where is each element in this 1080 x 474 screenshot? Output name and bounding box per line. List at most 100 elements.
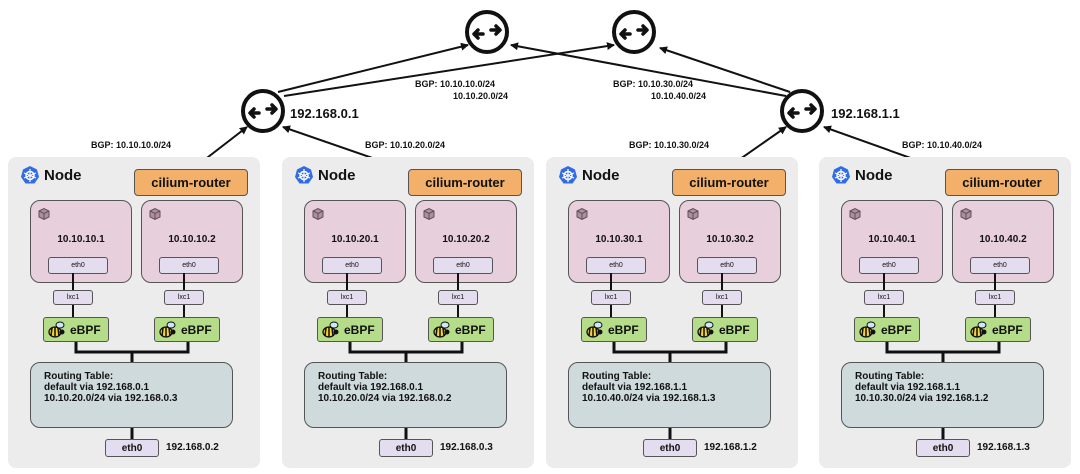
node-panel: Node cilium-router 10.10.10.1 eth0 10.10… bbox=[8, 157, 260, 468]
cube-icon bbox=[312, 207, 324, 221]
pod-eth0: eth0 bbox=[322, 257, 382, 274]
bee-icon bbox=[48, 321, 65, 338]
host-eth0: eth0 bbox=[105, 439, 159, 457]
node-label: Node bbox=[20, 165, 82, 185]
cilium-router-box: cilium-router bbox=[134, 169, 248, 196]
node-internal-lines bbox=[346, 273, 464, 439]
pod-ip: 10.10.20.2 bbox=[442, 234, 490, 245]
bgp-label-left-upper-2: 10.10.20.0/24 bbox=[453, 91, 509, 101]
link-right-spine2 bbox=[659, 46, 791, 93]
router-left-ip: 192.168.0.1 bbox=[290, 106, 359, 121]
node-internal-lines bbox=[610, 273, 728, 439]
pod-eth0: eth0 bbox=[433, 257, 493, 274]
ebpf-label: eBPF bbox=[719, 322, 750, 337]
node-panel: Node cilium-router 10.10.20.1 eth0 10.10… bbox=[282, 157, 534, 468]
ebpf-label: eBPF bbox=[344, 322, 375, 337]
lxc-interface: lxc1 bbox=[975, 290, 1015, 305]
host-ip: 192.168.0.3 bbox=[440, 442, 493, 453]
pod-eth0: eth0 bbox=[970, 257, 1030, 274]
pod-ip: 10.10.40.2 bbox=[979, 234, 1027, 245]
router-icon bbox=[241, 89, 285, 133]
bgp-label-node3: BGP: 10.10.30.0/24 bbox=[629, 140, 710, 150]
routing-entry: 10.10.30.0/24 via 192.168.1.2 bbox=[855, 393, 989, 404]
routing-table: Routing Table: default via 192.168.0.1 1… bbox=[304, 362, 507, 428]
pod-eth0: eth0 bbox=[697, 257, 757, 274]
pod-ip: 10.10.40.1 bbox=[868, 234, 916, 245]
host-ip: 192.168.1.2 bbox=[704, 442, 757, 453]
host-eth0: eth0 bbox=[379, 439, 433, 457]
cube-icon bbox=[423, 207, 435, 221]
bee-icon bbox=[433, 321, 450, 338]
cilium-router-box: cilium-router bbox=[672, 169, 786, 196]
bgp-label-right-upper-1: BGP: 10.10.30.0/24 bbox=[613, 79, 694, 89]
lxc-interface: lxc1 bbox=[591, 290, 631, 305]
routing-entry: default via 192.168.1.1 bbox=[582, 382, 688, 393]
cube-icon bbox=[149, 207, 161, 221]
cube-icon bbox=[687, 207, 699, 221]
pod-box: 10.10.30.1 eth0 bbox=[568, 200, 670, 283]
host-ip: 192.168.0.2 bbox=[166, 442, 219, 453]
pod-eth0: eth0 bbox=[48, 257, 108, 274]
node-label: Node bbox=[558, 165, 620, 185]
host-eth0: eth0 bbox=[643, 439, 697, 457]
pod-box: 10.10.20.1 eth0 bbox=[304, 200, 406, 283]
ebpf-box: eBPF bbox=[428, 317, 494, 342]
node-title: Node bbox=[44, 166, 82, 184]
routing-table: Routing Table: default via 192.168.1.1 1… bbox=[568, 362, 771, 428]
node-panel: Node cilium-router 10.10.40.1 eth0 10.10… bbox=[819, 157, 1071, 468]
pod-ip: 10.10.10.1 bbox=[57, 234, 105, 245]
lxc-interface: lxc1 bbox=[864, 290, 904, 305]
lxc-interface: lxc1 bbox=[53, 290, 93, 305]
node-internal-lines bbox=[72, 273, 190, 439]
ebpf-box: eBPF bbox=[581, 317, 647, 342]
cilium-router-box: cilium-router bbox=[408, 169, 522, 196]
ebpf-box: eBPF bbox=[317, 317, 383, 342]
bee-icon bbox=[322, 321, 339, 338]
ebpf-box: eBPF bbox=[692, 317, 758, 342]
cilium-router-box: cilium-router bbox=[945, 169, 1059, 196]
kubernetes-icon bbox=[832, 166, 850, 184]
routing-title: Routing Table: bbox=[44, 371, 114, 382]
node-panel: Node cilium-router 10.10.30.1 eth0 10.10… bbox=[546, 157, 798, 468]
pod-box: 10.10.40.1 eth0 bbox=[841, 200, 943, 283]
pod-box: 10.10.30.2 eth0 bbox=[679, 200, 781, 283]
pod-box: 10.10.10.2 eth0 bbox=[141, 200, 243, 283]
node-label: Node bbox=[294, 165, 356, 185]
routing-title: Routing Table: bbox=[582, 371, 652, 382]
lxc-interface: lxc1 bbox=[702, 290, 742, 305]
router-icon bbox=[612, 10, 656, 54]
host-eth0: eth0 bbox=[916, 439, 970, 457]
bee-icon bbox=[859, 321, 876, 338]
pod-box: 10.10.20.2 eth0 bbox=[415, 200, 517, 283]
lxc-interface: lxc1 bbox=[438, 290, 478, 305]
ebpf-label: eBPF bbox=[455, 322, 486, 337]
kubernetes-icon bbox=[559, 166, 577, 184]
routing-entry: 10.10.40.0/24 via 192.168.1.3 bbox=[582, 393, 716, 404]
node-label: Node bbox=[831, 165, 893, 185]
routing-entry: default via 192.168.0.1 bbox=[318, 382, 424, 393]
ebpf-label: eBPF bbox=[992, 322, 1023, 337]
cube-icon bbox=[849, 207, 861, 221]
ebpf-box: eBPF bbox=[43, 317, 109, 342]
lxc-interface: lxc1 bbox=[327, 290, 367, 305]
host-ip: 192.168.1.3 bbox=[977, 442, 1030, 453]
router-right-ip: 192.168.1.1 bbox=[831, 106, 900, 121]
bee-icon bbox=[970, 321, 987, 338]
ebpf-box: eBPF bbox=[154, 317, 220, 342]
cube-icon bbox=[576, 207, 588, 221]
bgp-label-node2: BGP: 10.10.20.0/24 bbox=[365, 140, 446, 150]
bee-icon bbox=[159, 321, 176, 338]
node-title: Node bbox=[582, 166, 620, 184]
routing-entry: 10.10.20.0/24 via 192.168.0.3 bbox=[44, 393, 178, 404]
cube-icon bbox=[38, 207, 50, 221]
router-icon bbox=[465, 10, 509, 54]
router-icon bbox=[780, 89, 824, 133]
pod-box: 10.10.10.1 eth0 bbox=[30, 200, 132, 283]
routing-title: Routing Table: bbox=[855, 371, 925, 382]
pod-ip: 10.10.10.2 bbox=[168, 234, 216, 245]
routing-table: Routing Table: default via 192.168.1.1 1… bbox=[841, 362, 1044, 428]
ebpf-label: eBPF bbox=[70, 322, 101, 337]
bgp-label-right-upper-2: 10.10.40.0/24 bbox=[651, 91, 707, 101]
ebpf-label: eBPF bbox=[608, 322, 639, 337]
